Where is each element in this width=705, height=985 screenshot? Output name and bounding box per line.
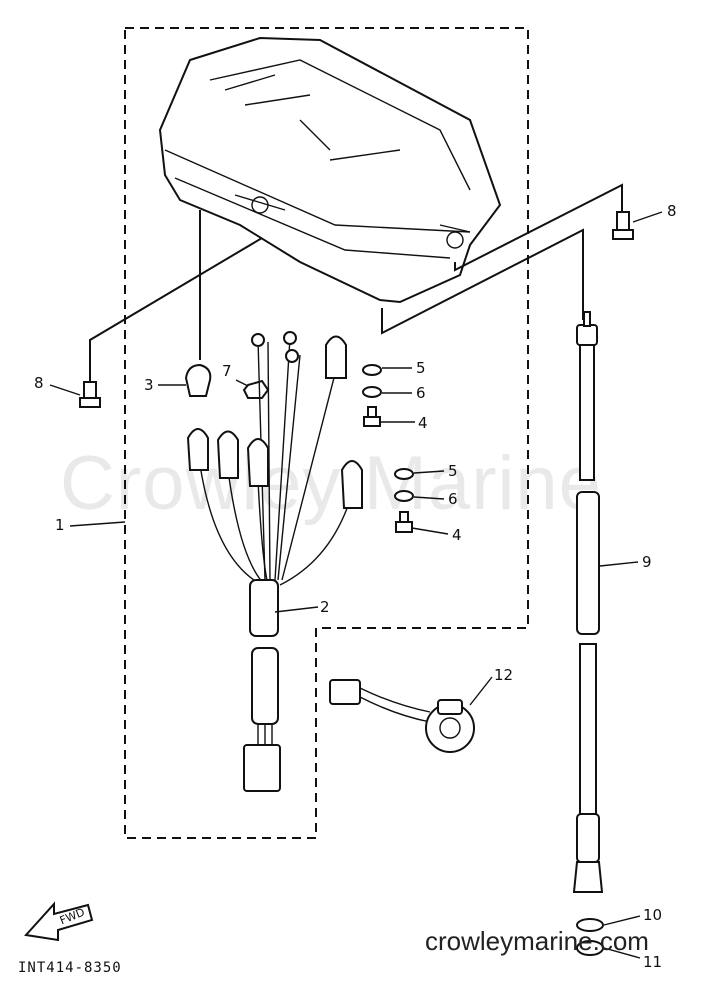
callout-1: 1 [55, 516, 65, 534]
site-url: crowleymarine.com [425, 926, 649, 956]
watermark: Crowley Marine [60, 441, 602, 526]
speedometer-cable[interactable] [572, 311, 604, 893]
callout-5a: 5 [416, 359, 426, 377]
callout-6a: 6 [416, 384, 426, 402]
leader-screw-left [89, 237, 263, 385]
screw-8-right[interactable] [612, 211, 634, 240]
connector-12[interactable] [329, 679, 475, 753]
callout-11: 11 [643, 953, 662, 971]
assembly-boundary [124, 27, 529, 839]
callout-5b: 5 [448, 462, 458, 480]
callout-9: 9 [642, 553, 652, 571]
diagram-code: INT414-8350 [18, 960, 122, 976]
callout-3: 3 [144, 376, 154, 394]
hardware-lower[interactable] [394, 468, 414, 533]
cap-3[interactable] [184, 363, 212, 397]
o-ring-11[interactable] [576, 940, 604, 956]
leader-cable-top [454, 183, 623, 272]
callout-8b: 8 [667, 202, 677, 220]
callout-7: 7 [222, 362, 232, 380]
screw-8-left[interactable] [79, 381, 101, 408]
callout-12: 12 [494, 666, 513, 684]
o-ring-10[interactable] [576, 918, 604, 932]
nut-7[interactable] [242, 379, 270, 399]
callout-8a: 8 [34, 374, 44, 392]
fwd-arrow-icon: FWD [24, 901, 94, 942]
callout-4a: 4 [418, 414, 428, 432]
callout-leaders [49, 211, 663, 959]
leader-screw-right [381, 228, 584, 335]
callout-4b: 4 [452, 526, 462, 544]
wire-harness[interactable] [186, 331, 363, 792]
callout-2: 2 [320, 598, 330, 616]
callout-10: 10 [643, 906, 662, 924]
callout-6b: 6 [448, 490, 458, 508]
hardware-upper[interactable] [362, 364, 382, 427]
meter-housing[interactable] [158, 36, 502, 304]
